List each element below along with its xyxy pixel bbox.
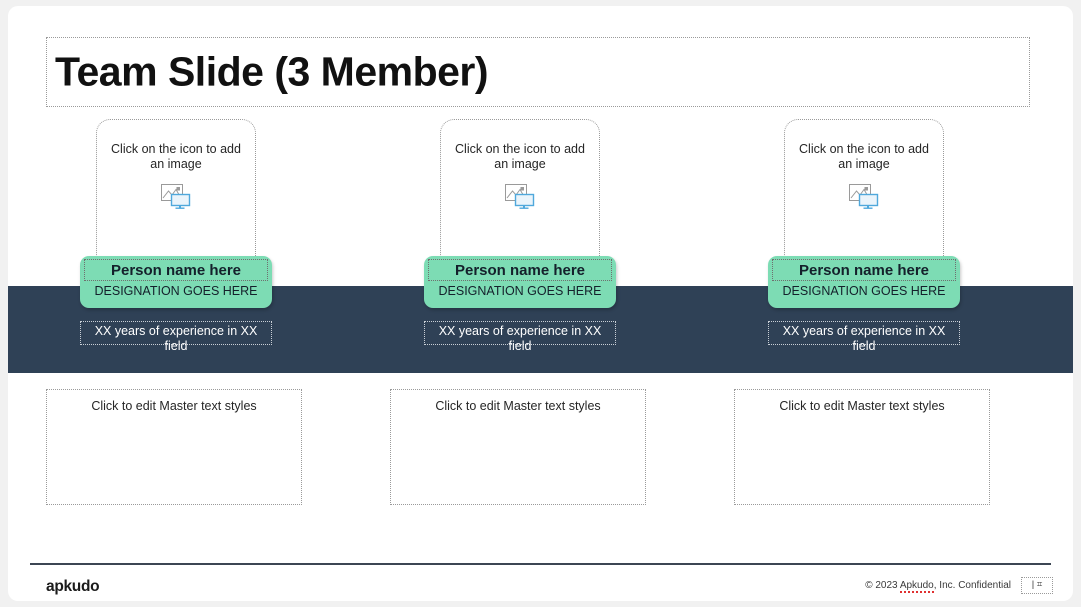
member-experience: XX years of experience in XX field xyxy=(782,324,946,353)
image-placeholder-label: Click on the icon to add an image xyxy=(111,142,241,171)
member-column-3: Click on the icon to add an image Person… xyxy=(726,6,1066,601)
member-experience-placeholder[interactable]: XX years of experience in XX field xyxy=(80,321,272,353)
member-name-placeholder[interactable]: Person name here xyxy=(772,259,956,281)
page-number-placeholder[interactable]: | ⌗ xyxy=(1021,577,1053,594)
member-name-card[interactable]: Person name here DESIGNATION GOES HERE xyxy=(80,256,272,308)
member-designation-placeholder[interactable]: DESIGNATION GOES HERE xyxy=(428,282,612,304)
member-name-card[interactable]: Person name here DESIGNATION GOES HERE xyxy=(424,256,616,308)
body-text-placeholder[interactable]: Click to edit Master text styles xyxy=(390,389,646,505)
body-text-placeholder[interactable]: Click to edit Master text styles xyxy=(46,389,302,505)
copyright-suffix: , Inc. Confidential xyxy=(933,580,1011,591)
image-placeholder-label: Click on the icon to add an image xyxy=(799,142,929,171)
member-experience-placeholder[interactable]: XX years of experience in XX field xyxy=(424,321,616,353)
page-number: | ⌗ xyxy=(1031,579,1043,590)
member-name: Person name here xyxy=(798,262,930,279)
slide-canvas: Team Slide (3 Member) Click on the icon … xyxy=(8,6,1073,601)
add-image-icon[interactable] xyxy=(505,184,535,210)
copyright-prefix: © 2023 xyxy=(865,580,900,591)
copyright-brand: Apkudo xyxy=(899,580,934,593)
member-designation: DESIGNATION GOES HERE xyxy=(438,284,602,298)
add-image-icon[interactable] xyxy=(849,184,879,210)
member-experience-placeholder[interactable]: XX years of experience in XX field xyxy=(768,321,960,353)
copyright-notice: © 2023 Apkudo, Inc. Confidential xyxy=(865,580,1011,593)
member-column-1: Click on the icon to add an image Person… xyxy=(38,6,378,601)
member-designation: DESIGNATION GOES HERE xyxy=(94,284,258,298)
title-placeholder[interactable]: Team Slide (3 Member) xyxy=(46,37,1030,107)
body-text-placeholder[interactable]: Click to edit Master text styles xyxy=(734,389,990,505)
member-designation-placeholder[interactable]: DESIGNATION GOES HERE xyxy=(772,282,956,304)
member-name-placeholder[interactable]: Person name here xyxy=(84,259,268,281)
member-experience: XX years of experience in XX field xyxy=(94,324,258,353)
member-column-2: Click on the icon to add an image Person… xyxy=(382,6,722,601)
footer-divider xyxy=(30,563,1051,565)
image-placeholder-label: Click on the icon to add an image xyxy=(455,142,585,171)
member-designation: DESIGNATION GOES HERE xyxy=(782,284,946,298)
member-name-placeholder[interactable]: Person name here xyxy=(428,259,612,281)
body-text-label: Click to edit Master text styles xyxy=(91,399,257,413)
member-name: Person name here xyxy=(454,262,586,279)
body-text-label: Click to edit Master text styles xyxy=(779,399,945,413)
member-designation-placeholder[interactable]: DESIGNATION GOES HERE xyxy=(84,282,268,304)
body-text-label: Click to edit Master text styles xyxy=(435,399,601,413)
member-name: Person name here xyxy=(110,262,242,279)
add-image-icon[interactable] xyxy=(161,184,191,210)
page-title: Team Slide (3 Member) xyxy=(55,48,489,95)
member-name-card[interactable]: Person name here DESIGNATION GOES HERE xyxy=(768,256,960,308)
apkudo-logo: apkudo xyxy=(46,578,100,595)
member-experience: XX years of experience in XX field xyxy=(438,324,602,353)
